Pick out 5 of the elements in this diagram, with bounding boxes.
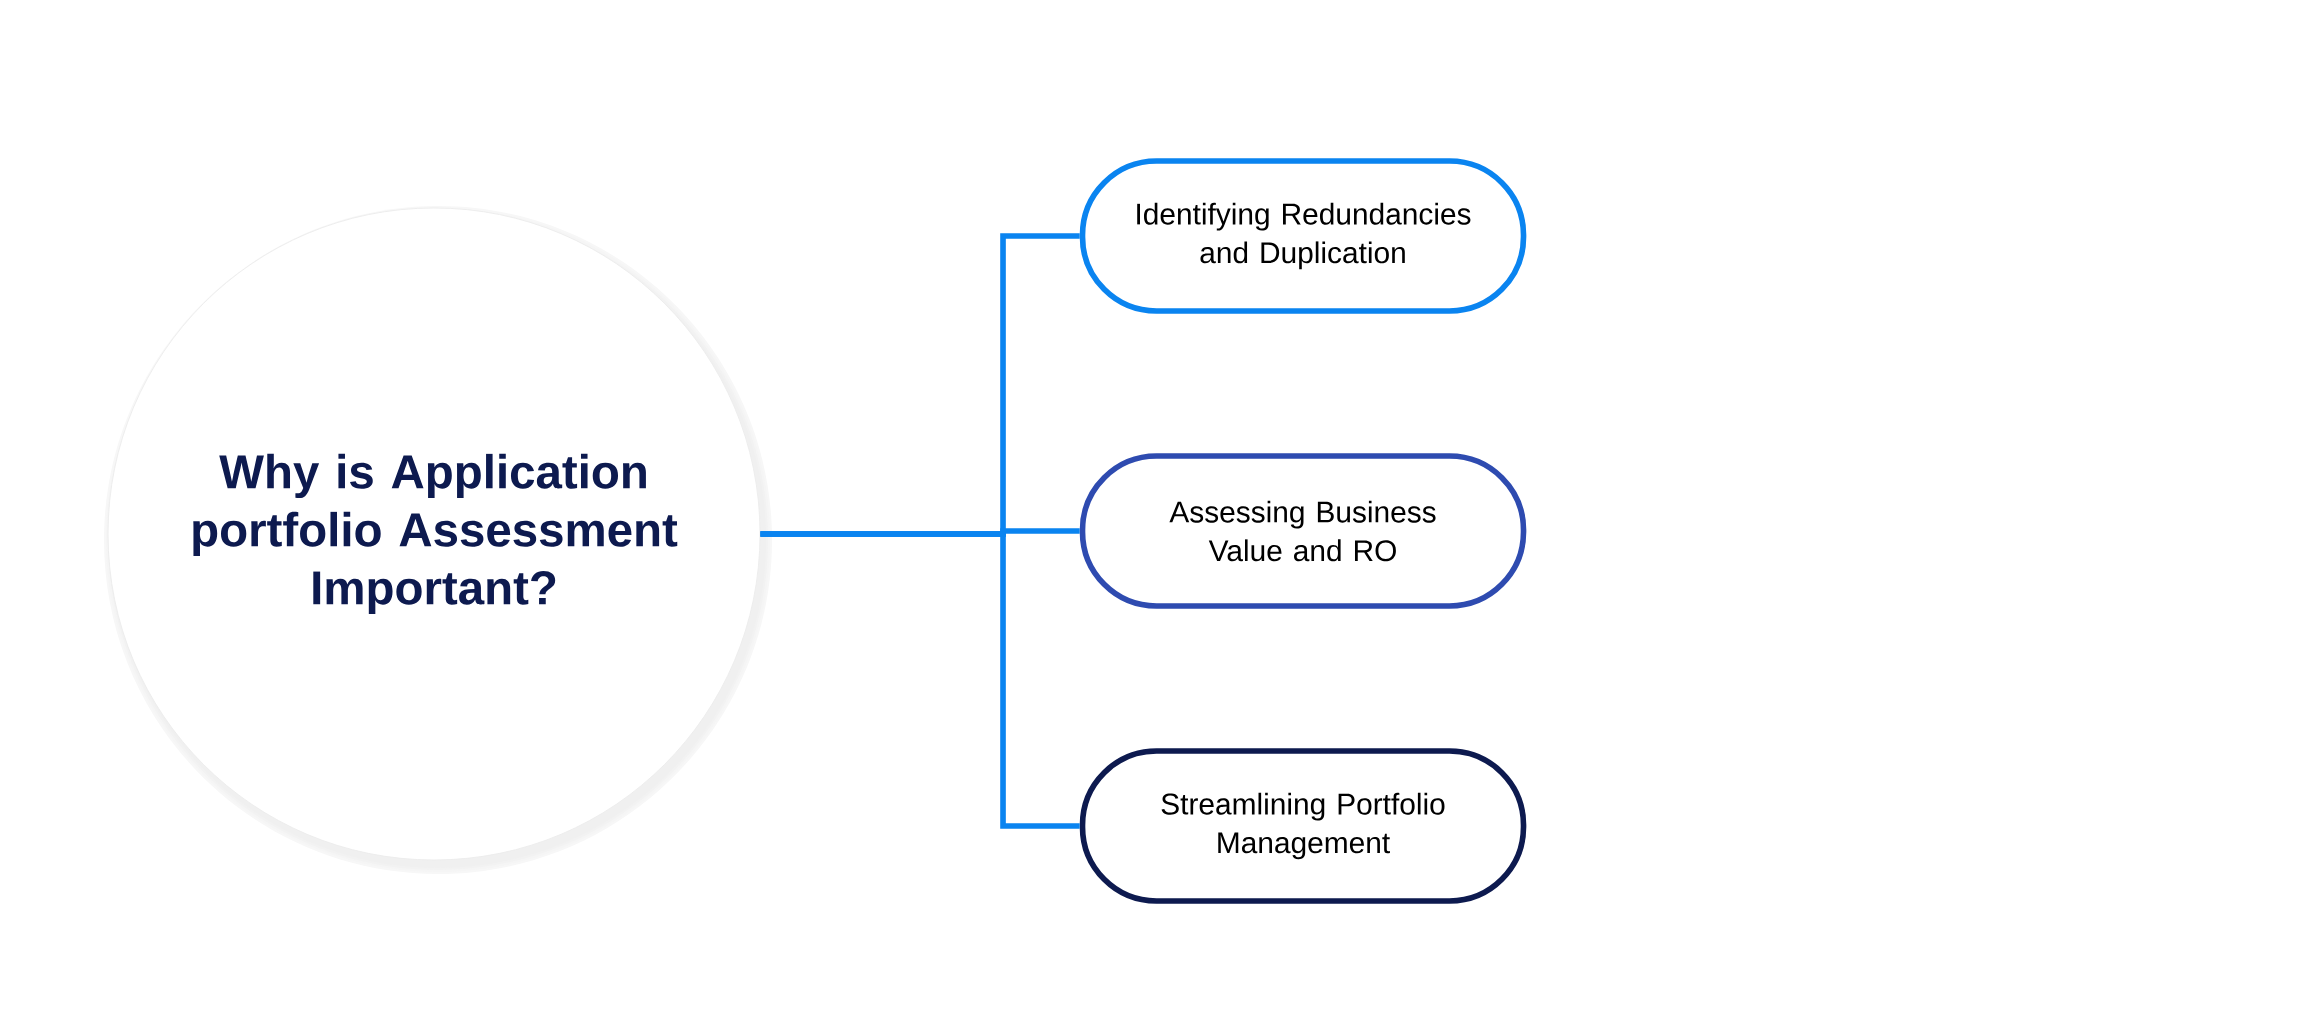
- rounded-box: Streamlining Portfolio Management: [1079, 748, 1527, 904]
- rounded-box: Assessing Business Value and RO: [1079, 453, 1527, 609]
- circle-node: Why is Application portfolio Assessment Important?: [104, 206, 772, 874]
- rounded-box: Identifying Redundancies and Duplication: [1079, 158, 1527, 314]
- connector-line: [760, 531, 1080, 829]
